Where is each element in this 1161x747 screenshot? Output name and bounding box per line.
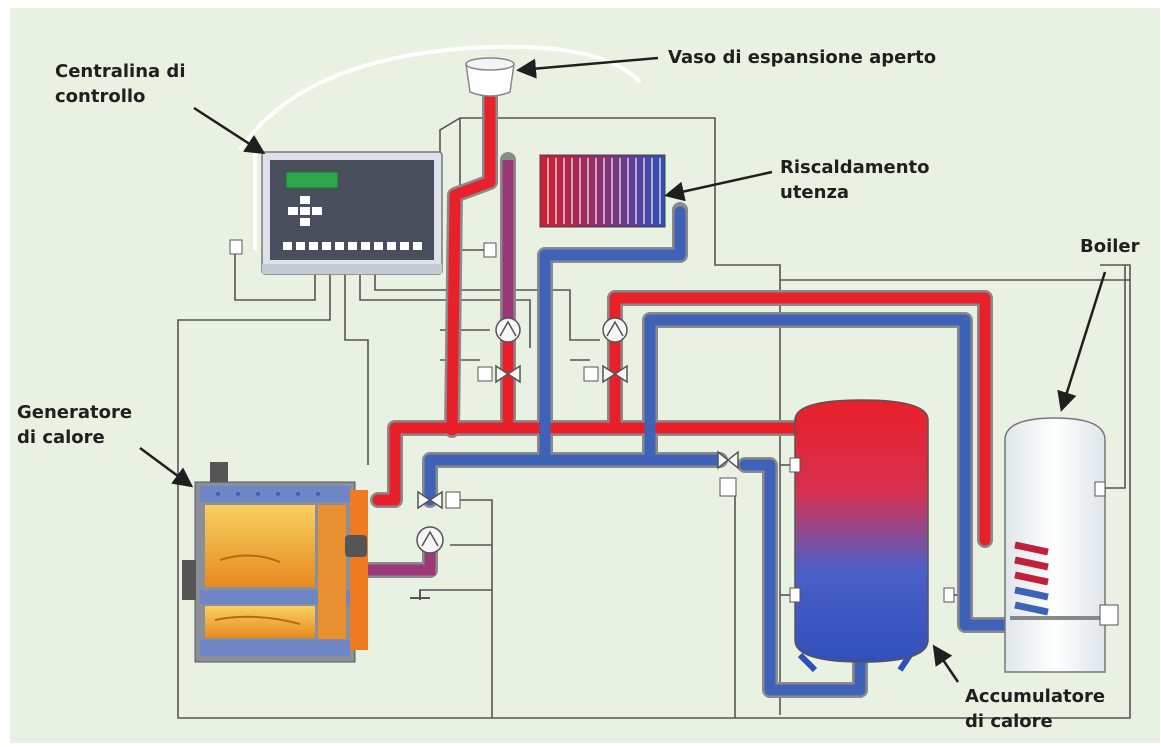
heat-accumulator xyxy=(789,399,955,673)
circulation-pump-1 xyxy=(495,317,521,343)
expansion-vessel xyxy=(465,57,515,97)
heat-generator xyxy=(182,462,368,663)
label-heat-accumulator: Accumulatore di calore xyxy=(965,686,1111,732)
accumulator-sensor-top xyxy=(789,457,801,473)
boiler-sensor xyxy=(1094,481,1106,497)
controller-keypad xyxy=(288,196,322,226)
label-user-heating: Riscaldamento utenza xyxy=(780,157,936,203)
accumulator-sensor-right xyxy=(943,587,955,603)
boiler-heater xyxy=(1099,604,1119,626)
label-arrows xyxy=(139,56,1107,683)
cold-pipes xyxy=(424,206,1016,696)
control-unit xyxy=(261,151,443,275)
controller-display xyxy=(285,171,339,189)
boiler-coil xyxy=(1014,541,1049,586)
radiator xyxy=(539,154,666,228)
label-heat-generator: Generatore di calore xyxy=(17,402,138,448)
generator-fan xyxy=(345,535,367,557)
controller-buttons xyxy=(283,242,422,250)
boiler-tank xyxy=(1004,417,1119,673)
mixing-valve-1 xyxy=(477,364,521,384)
label-control-unit: Centralina di controllo xyxy=(55,61,192,107)
radiator-sensor xyxy=(483,242,497,258)
hot-pipes xyxy=(372,86,991,546)
label-expansion-vessel: Vaso di espansione aperto xyxy=(668,47,936,68)
controller-side-sensor xyxy=(229,239,243,255)
expansion-line xyxy=(238,44,642,152)
circulation-pump-2 xyxy=(602,317,628,343)
mixing-valve-2 xyxy=(583,364,628,384)
diverter-valve xyxy=(717,450,739,497)
label-boiler: Boiler xyxy=(1080,236,1140,257)
generator-pump xyxy=(416,526,444,554)
generator-mixing-valve xyxy=(417,490,461,510)
accumulator-sensor-bottom xyxy=(789,587,801,603)
drain-valve xyxy=(410,590,430,600)
